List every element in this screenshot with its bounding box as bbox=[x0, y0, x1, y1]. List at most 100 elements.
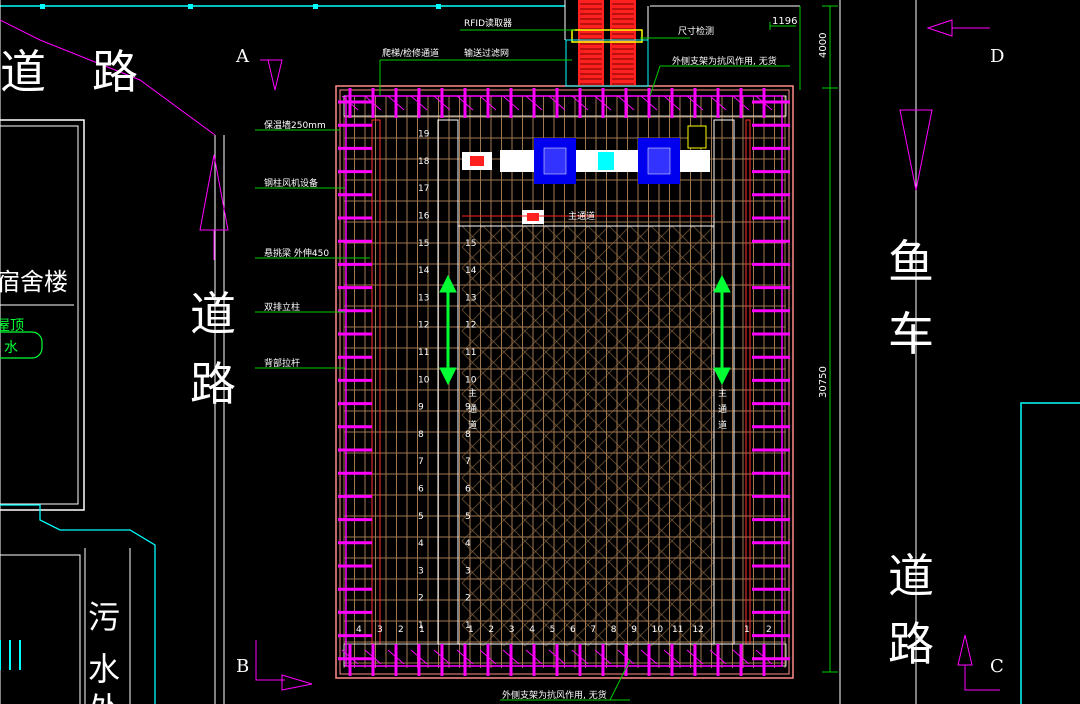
frame-brace-top bbox=[433, 95, 451, 111]
rack-brace bbox=[461, 393, 484, 416]
rack-brace bbox=[650, 498, 673, 521]
row-number-inner: 14 bbox=[465, 266, 477, 276]
rack-brace bbox=[587, 414, 610, 437]
row-number: 6 bbox=[418, 485, 424, 495]
rack-brace bbox=[608, 456, 631, 479]
frame-brace-top bbox=[548, 95, 566, 111]
rack-brace bbox=[461, 477, 484, 500]
row-number-inner: 8 bbox=[465, 430, 471, 440]
rack-brace bbox=[461, 624, 484, 647]
column-number: 2 bbox=[488, 625, 494, 635]
rack-brace bbox=[524, 456, 547, 479]
frame-brace-top bbox=[364, 95, 382, 111]
rack-brace bbox=[692, 372, 715, 395]
rack-brace bbox=[461, 603, 484, 626]
rack-brace bbox=[503, 330, 526, 353]
rack-brace bbox=[692, 225, 715, 248]
rack-brace bbox=[692, 540, 715, 563]
rack-brace bbox=[482, 624, 505, 647]
rack-brace bbox=[587, 456, 610, 479]
rack-brace bbox=[545, 498, 568, 521]
frame-brace-top bbox=[640, 95, 658, 111]
rack-brace bbox=[545, 309, 568, 332]
rack-brace bbox=[671, 603, 694, 626]
rack-brace bbox=[545, 519, 568, 542]
column-number: 12 bbox=[692, 625, 703, 635]
frame-brace-top bbox=[732, 95, 750, 111]
rack-brace bbox=[566, 519, 589, 542]
rack-brace bbox=[692, 351, 715, 374]
rack-brace bbox=[650, 561, 673, 584]
road-label-right-2: 路 bbox=[888, 617, 934, 671]
rack-brace bbox=[671, 414, 694, 437]
rack-brace bbox=[650, 330, 673, 353]
row-number: 9 bbox=[418, 403, 424, 413]
rack-brace bbox=[629, 540, 652, 563]
frame-brace-top bbox=[594, 95, 612, 111]
aisle-v-left-3: 道 bbox=[468, 419, 477, 431]
rack-brace bbox=[461, 414, 484, 437]
rack-brace bbox=[629, 225, 652, 248]
rack-brace bbox=[587, 582, 610, 605]
rack-brace bbox=[692, 330, 715, 353]
frame-brace-bottom bbox=[479, 649, 497, 665]
rack-brace bbox=[650, 246, 673, 269]
rack-brace bbox=[692, 498, 715, 521]
frame-brace-bottom bbox=[525, 649, 543, 665]
column-number: 9 bbox=[631, 625, 637, 635]
rack-brace bbox=[692, 456, 715, 479]
rack-brace bbox=[671, 519, 694, 542]
rack-brace bbox=[650, 624, 673, 647]
rack-brace bbox=[629, 519, 652, 542]
row-number: 1 bbox=[418, 621, 424, 631]
frame-brace-bottom bbox=[594, 649, 612, 665]
callout-support-top: 外侧支架为抗风作用, 无货 bbox=[672, 55, 777, 67]
rack-brace bbox=[650, 267, 673, 290]
rack-brace bbox=[461, 288, 484, 311]
frame-brace-top bbox=[663, 95, 681, 111]
rack-brace bbox=[692, 561, 715, 584]
left-callouts bbox=[255, 129, 370, 369]
frame-brace-bottom bbox=[617, 649, 635, 665]
rack-brace bbox=[503, 561, 526, 584]
main-aisle-label: 主通道 bbox=[568, 210, 595, 222]
rack-brace bbox=[692, 246, 715, 269]
frame-brace-bottom bbox=[387, 649, 405, 665]
row-number: 19 bbox=[418, 130, 430, 140]
rack-brace bbox=[545, 540, 568, 563]
rack-brace bbox=[587, 540, 610, 563]
dim-4000: 4000 bbox=[818, 33, 829, 58]
frame-brace-bottom bbox=[433, 649, 451, 665]
rack-brace bbox=[482, 456, 505, 479]
rack-brace bbox=[650, 477, 673, 500]
callout-ladder: 爬梯/检修通道 bbox=[382, 47, 439, 59]
row-number-inner: 10 bbox=[465, 375, 477, 385]
rack-brace bbox=[524, 246, 547, 269]
rack-brace bbox=[671, 330, 694, 353]
rack-brace bbox=[503, 393, 526, 416]
aisle-v-left-1: 主 bbox=[468, 387, 477, 399]
rack-brace bbox=[545, 456, 568, 479]
rack-brace bbox=[587, 309, 610, 332]
rack-brace bbox=[629, 414, 652, 437]
sewage-label-3: 处 bbox=[88, 690, 120, 704]
dorm-sub1: 屋顶 bbox=[0, 318, 24, 334]
rack-brace bbox=[650, 435, 673, 458]
column-number-left: 4 bbox=[356, 625, 362, 635]
row-number-inner: 13 bbox=[465, 293, 476, 303]
rack-brace bbox=[482, 498, 505, 521]
rack-brace bbox=[566, 288, 589, 311]
rack-brace bbox=[461, 456, 484, 479]
dim-top: 1196 bbox=[772, 16, 797, 27]
rack-brace bbox=[692, 267, 715, 290]
column-number: 3 bbox=[509, 625, 515, 635]
rack-brace bbox=[629, 246, 652, 269]
row-number: 14 bbox=[418, 266, 430, 276]
rack-brace bbox=[608, 603, 631, 626]
rack-brace bbox=[461, 435, 484, 458]
rack-brace bbox=[629, 351, 652, 374]
rack-brace bbox=[608, 624, 631, 647]
rack-brace bbox=[482, 225, 505, 248]
